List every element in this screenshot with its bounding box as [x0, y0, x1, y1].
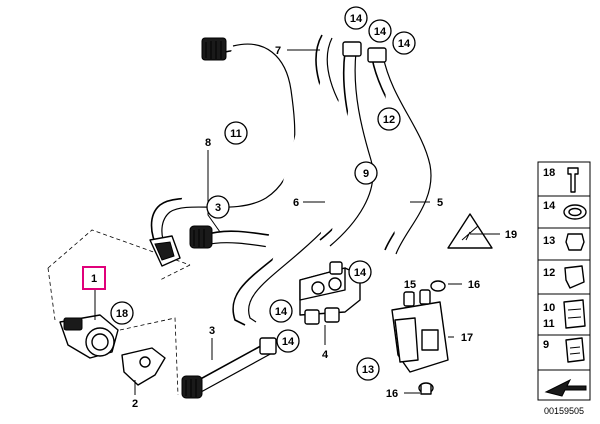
label-4: 4 [322, 349, 329, 361]
callout-14-a: 14 [344, 6, 368, 30]
callout-14-e: 14 [269, 299, 293, 323]
bracket-17 [391, 289, 449, 373]
callout-text: 3 [215, 202, 221, 214]
label-17: 17 [461, 332, 473, 344]
highlight-frame-1 [82, 266, 106, 290]
parts-legend-panel: 18 14 13 12 10 11 9 [537, 161, 591, 401]
hose-5 [367, 47, 432, 255]
callout-14-f: 14 [276, 329, 300, 353]
callout-14-d: 14 [348, 260, 372, 284]
callout-text: 14 [282, 336, 295, 348]
callout-text: 12 [383, 114, 395, 126]
legend-item-18: 18 [543, 167, 555, 179]
holder-icon [565, 337, 585, 363]
callout-text: 13 [362, 364, 374, 376]
hose-3-upper [189, 225, 295, 249]
callout-14-c: 14 [392, 31, 416, 55]
legend-item-9: 9 [543, 339, 549, 351]
water-pump-1 [59, 314, 119, 359]
bolt-icon [567, 167, 579, 193]
label-1: 1 [91, 273, 97, 285]
callout-text: 14 [350, 13, 363, 25]
label-5: 5 [437, 197, 443, 209]
callout-9: 9 [354, 161, 378, 185]
callout-3: 3 [206, 195, 230, 219]
direction-arrow-icon [544, 378, 587, 397]
label-8: 8 [205, 137, 211, 149]
hose-3-lower [181, 337, 277, 399]
callout-12: 12 [377, 107, 401, 131]
reference-number: 00159505 [544, 406, 584, 416]
callout-11: 11 [224, 121, 248, 145]
label-3: 3 [209, 325, 215, 337]
legend-item-11: 11 [543, 318, 555, 330]
callout-text: 14 [374, 26, 387, 38]
label-7: 7 [275, 45, 281, 57]
legend-item-13: 13 [543, 235, 555, 247]
hose-9 [319, 41, 374, 247]
leader-lines [94, 49, 500, 395]
callout-text: 14 [275, 306, 288, 318]
warning-triangle-icon [447, 213, 493, 249]
valve-block-4 [299, 261, 361, 325]
callout-18: 18 [110, 301, 134, 325]
legend-item-12: 12 [543, 267, 555, 279]
legend-item-14: 14 [543, 200, 556, 212]
hose-8 [149, 37, 296, 267]
legend-item-10: 10 [543, 302, 555, 314]
grommet-16 [418, 280, 446, 395]
label-16-b: 16 [386, 388, 398, 400]
callout-14-b: 14 [368, 19, 392, 43]
callout-13: 13 [356, 357, 380, 381]
callout-text: 14 [398, 38, 411, 50]
callout-text: 18 [116, 308, 128, 320]
label-15: 15 [404, 279, 416, 291]
callout-text: 14 [354, 267, 367, 279]
callout-text: 11 [230, 128, 242, 140]
hose-clip-icon [563, 299, 586, 329]
bracket-2 [121, 347, 166, 386]
label-2: 2 [132, 398, 138, 410]
label-6: 6 [293, 197, 299, 209]
label-16-a: 16 [468, 279, 480, 291]
nut-icon [565, 233, 585, 251]
label-19: 19 [505, 229, 517, 241]
callout-text: 9 [363, 168, 369, 180]
clip-icon [564, 265, 585, 289]
